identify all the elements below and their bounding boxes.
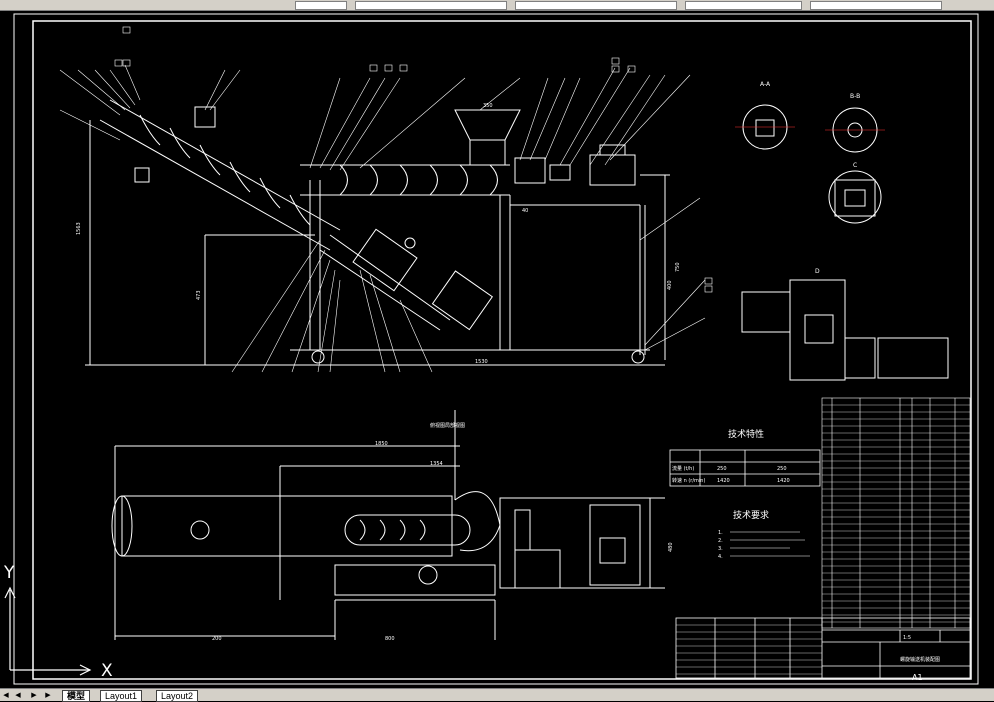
toolbar-slot[interactable] — [515, 1, 677, 10]
dim-right-h2: 400 — [667, 280, 673, 290]
parts-list — [821, 397, 971, 629]
dim-plan-len2: 1354 — [430, 461, 443, 467]
outer-frame — [13, 13, 979, 685]
dim-plan-len3: 800 — [385, 636, 395, 642]
ucs-y-label: Y — [3, 563, 15, 583]
tab-nav-last-icon[interactable]: ▶ — [45, 691, 51, 699]
dim-side: 40 — [522, 208, 528, 214]
balloons — [114, 26, 713, 293]
dim-height: 1563 — [76, 222, 82, 235]
drawing-canvas[interactable]: 1530 1563 473 350 40 750 400 — [0, 10, 994, 688]
tech-char-row-v1: 1420 — [717, 478, 730, 484]
dim-hopper: 350 — [483, 103, 493, 109]
toolbar-slot[interactable] — [685, 1, 802, 10]
tech-req-lines — [730, 531, 810, 557]
section-views — [735, 104, 949, 381]
tech-req-item: 3. — [718, 546, 723, 552]
tech-char-row-v2: 1420 — [777, 478, 790, 484]
tech-req-item: 1. — [718, 530, 723, 536]
dim-right-h: 750 — [675, 262, 681, 272]
dim-plan-len4: 200 — [212, 636, 222, 642]
drawing-name: 螺旋输送机装配图 — [900, 656, 940, 663]
tab-layout1[interactable]: Layout1 — [100, 690, 143, 702]
tab-nav-prev-icon[interactable]: ◀ — [15, 691, 21, 699]
tab-nav-first-icon[interactable]: ◀ — [3, 691, 9, 699]
front-view — [85, 99, 670, 366]
title-block — [675, 617, 971, 679]
plan-view — [111, 410, 665, 640]
tech-req-title: 技术要求 — [733, 509, 769, 521]
section-label-bb: B-B — [850, 93, 860, 100]
view-title: 俯视图局部视图 — [430, 422, 465, 429]
toolbar — [0, 0, 994, 11]
layout-tabs: ◀ ◀ ▶ ▶ 模型 Layout1 Layout2 — [0, 688, 994, 702]
tech-req-item: 4. — [718, 554, 723, 560]
toolbar-slot[interactable] — [295, 1, 347, 10]
parts-list-rows — [822, 404, 970, 623]
inner-frame — [32, 20, 972, 680]
dim-plan-width: 480 — [668, 542, 674, 552]
tech-char-title: 技术特性 — [728, 428, 764, 440]
dim-overall-length: 1530 — [475, 359, 488, 365]
sheet-size: A1 — [912, 673, 923, 682]
section-label-d: D — [815, 268, 820, 275]
tech-char-row-label: 流量 (t/h) — [672, 465, 694, 472]
dim-plan-len1: 1850 — [375, 441, 388, 447]
tab-model[interactable]: 模型 — [62, 690, 91, 702]
ucs-icon — [4, 586, 92, 676]
drawing-scale: 1:5 — [903, 635, 911, 641]
ucs-x-label: X — [101, 661, 113, 681]
section-label-aa: A-A — [760, 81, 771, 88]
dim-lower-height: 473 — [196, 290, 202, 300]
leader-lines — [59, 64, 706, 373]
tech-char-row-label: 转速 n (r/min) — [672, 477, 705, 484]
tab-nav-next-icon[interactable]: ▶ — [31, 691, 37, 699]
toolbar-slot[interactable] — [355, 1, 507, 10]
tech-char-row-v1: 250 — [717, 466, 727, 472]
section-label-c: C — [853, 162, 857, 169]
tech-char-table — [669, 449, 821, 487]
tech-req-item: 2. — [718, 538, 723, 544]
toolbar-slot[interactable] — [810, 1, 942, 10]
title-block-rows — [676, 624, 822, 675]
tab-layout2[interactable]: Layout2 — [156, 690, 199, 702]
tech-char-row-v2: 250 — [777, 466, 787, 472]
